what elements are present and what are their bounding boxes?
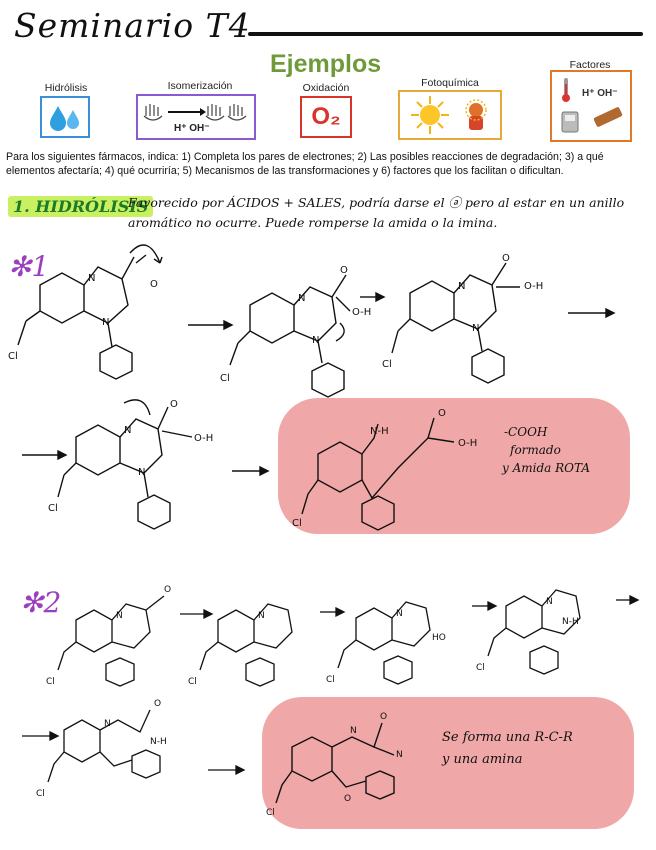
svg-text:O: O [340, 265, 348, 276]
svg-text:N: N [396, 750, 403, 760]
svg-text:Cl: Cl [292, 518, 302, 529]
svg-text:O-H: O-H [194, 433, 213, 444]
category-label-isomerization: Isomerización [167, 80, 233, 92]
hands-arrow-icon [143, 104, 247, 121]
svg-text:N: N [458, 281, 465, 292]
page-title: Seminario T4 [14, 6, 251, 45]
svg-text:Cl: Cl [8, 351, 18, 362]
svg-text:Cl: Cl [220, 373, 230, 384]
section-title: 1. HIDRÓLISIS [8, 196, 154, 217]
svg-text:Cl: Cl [188, 677, 197, 687]
svg-text:N: N [546, 597, 553, 607]
section-note: Favorecido por ÁCIDOS + SALES, podría da… [128, 195, 625, 230]
mechanism1-marker: ✻1 [8, 250, 50, 283]
category-label-factors: Factores [569, 59, 611, 71]
svg-text:O: O [438, 408, 446, 419]
product2-highlight: N O N O Cl Se forma una R-C-R y una amina [262, 697, 634, 829]
category-box-isomerization: H⁺ OH⁻ [136, 94, 256, 140]
svg-text:N: N [258, 611, 265, 621]
product2-note-line2: y una amina [442, 752, 523, 767]
svg-text:N: N [472, 323, 479, 334]
svg-text:HO: HO [432, 633, 446, 643]
svg-text:Cl: Cl [382, 359, 392, 370]
product1-structure: N-H O O-H Cl [292, 408, 477, 531]
category-label-hydrolysis: Hidrólisis [44, 82, 88, 94]
product1-highlight: N-H O O-H Cl -COOH formado y Amida ROTA [278, 398, 630, 534]
instructions-text: Para los siguientes fármacos, indica: 1)… [6, 151, 604, 177]
svg-text:O: O [380, 712, 387, 722]
svg-text:O: O [344, 794, 351, 804]
svg-text:O: O [502, 253, 510, 264]
svg-text:Cl: Cl [36, 789, 45, 799]
product2-structure: N O N O Cl [266, 712, 403, 818]
svg-text:N: N [116, 611, 123, 621]
svg-text:O: O [154, 699, 161, 709]
title-underline [248, 32, 643, 36]
product1-note-line2: formado [510, 443, 561, 457]
category-box-photochemistry [398, 90, 502, 140]
category-box-hydrolysis [40, 96, 90, 138]
category-box-oxidation: O₂ [300, 96, 352, 138]
svg-text:O-H: O-H [352, 307, 371, 318]
svg-text:N: N [124, 425, 131, 436]
category-label-oxidation: Oxidación [302, 82, 350, 94]
svg-text:O-H: O-H [524, 281, 543, 292]
svg-text:N: N [396, 609, 403, 619]
factors-icon [561, 78, 623, 133]
svg-text:N: N [298, 293, 305, 304]
svg-text:O: O [170, 399, 178, 410]
svg-text:Cl: Cl [48, 503, 58, 514]
sun-icon [411, 96, 487, 134]
svg-text:N: N [104, 719, 111, 729]
product1-note-line1: -COOH [504, 425, 548, 439]
oxygen-icon: O₂ [311, 103, 341, 130]
factors-ions: H⁺ OH⁻ [582, 88, 618, 99]
svg-text:N: N [350, 726, 357, 736]
category-box-factors: H⁺ OH⁻ [550, 70, 632, 142]
product2-note-line1: Se forma una R-C-R [442, 730, 573, 745]
svg-text:N: N [102, 317, 109, 328]
svg-text:O-H: O-H [458, 438, 477, 449]
svg-text:O: O [150, 279, 158, 290]
svg-text:Cl: Cl [476, 663, 485, 673]
category-label-photochemistry: Fotoquímica [421, 77, 479, 89]
water-drops-icon [50, 106, 79, 131]
svg-text:N-H: N-H [562, 617, 579, 627]
svg-text:O: O [164, 585, 171, 595]
examples-heading: Ejemplos [270, 50, 382, 78]
product1-note-line3: y Amida ROTA [502, 461, 591, 475]
svg-text:Cl: Cl [46, 677, 55, 687]
isomerization-catalyst: H⁺ OH⁻ [174, 123, 210, 134]
svg-text:N-H: N-H [150, 737, 167, 747]
mechanism2-marker: ✻2 [20, 586, 62, 619]
svg-text:N: N [88, 273, 95, 284]
svg-text:N: N [138, 467, 145, 478]
svg-text:N-H: N-H [370, 426, 389, 437]
svg-text:Cl: Cl [326, 675, 335, 685]
mechanism2-drawing: N O Cl N Cl N Cl HO N N-H Cl N O N-H Cl [22, 585, 640, 799]
svg-text:Cl: Cl [266, 808, 275, 818]
svg-text:N: N [312, 335, 319, 346]
